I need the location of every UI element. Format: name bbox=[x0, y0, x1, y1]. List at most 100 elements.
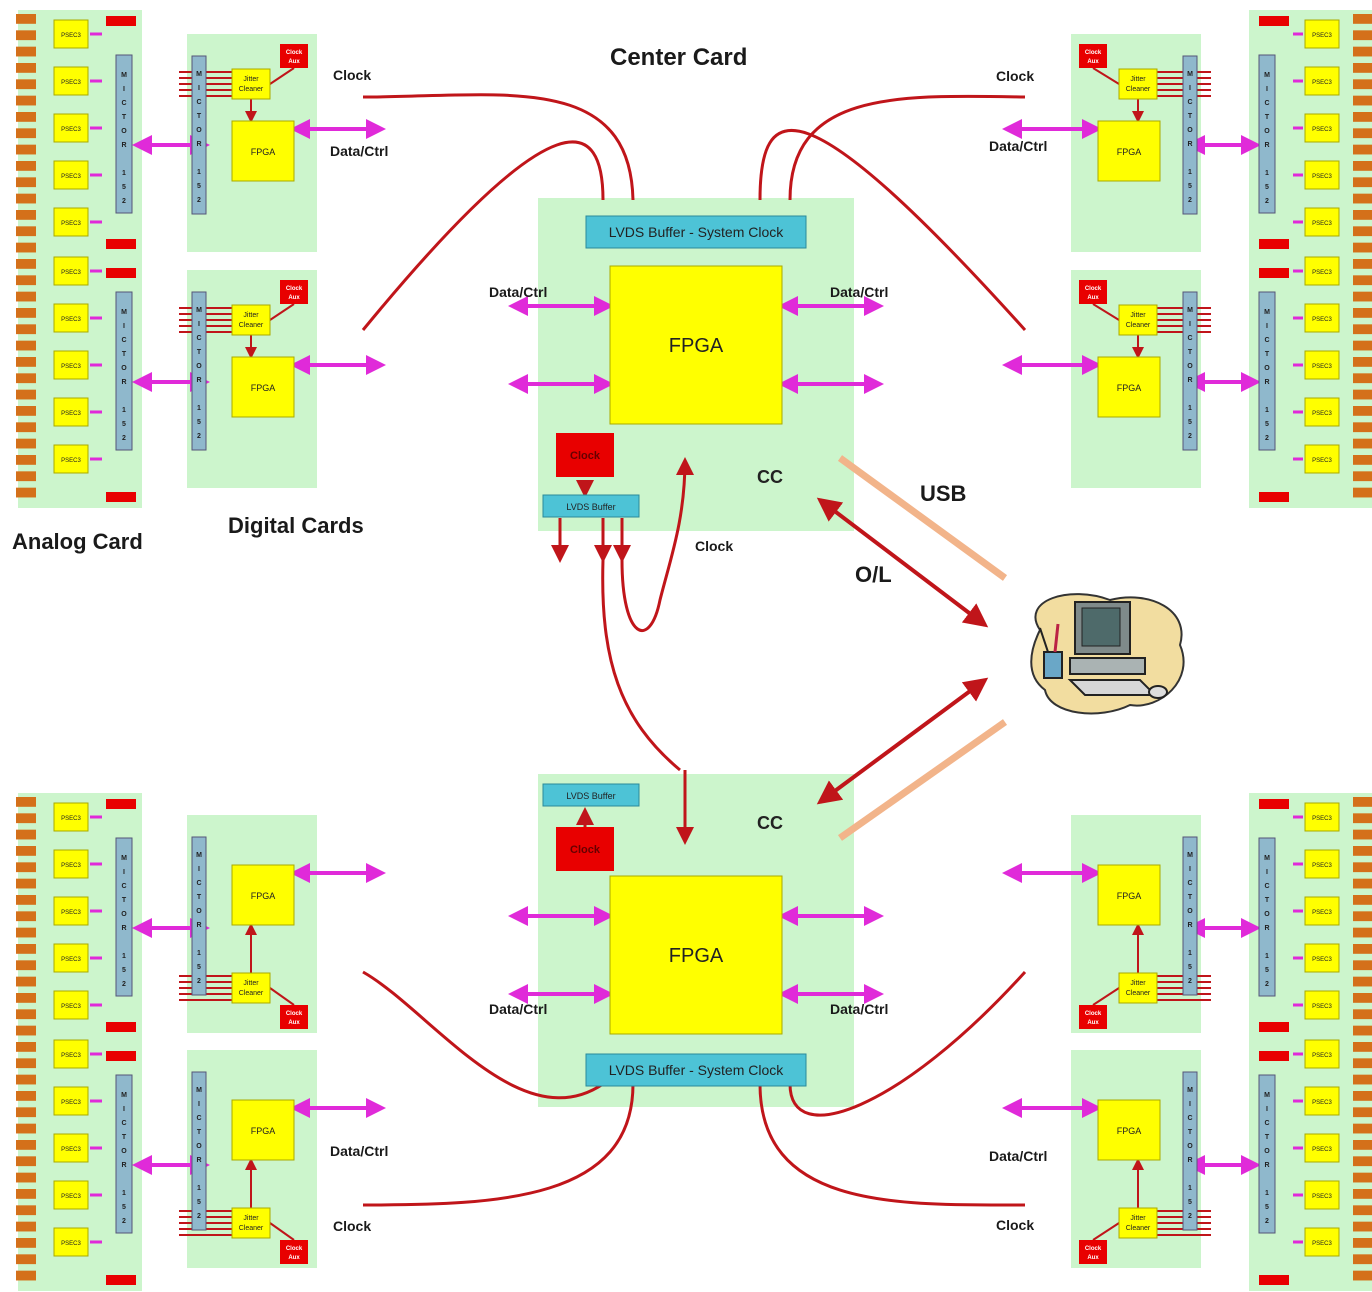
digital-fpga-label: FPGA bbox=[251, 147, 276, 157]
usb-link bbox=[837, 719, 1008, 841]
clock-label-tr: Clock bbox=[996, 68, 1034, 84]
psec-label: PSEC3 bbox=[61, 270, 81, 276]
clock-aux-box bbox=[280, 280, 308, 304]
mictor-connector bbox=[1258, 291, 1276, 451]
psec-label: PSEC3 bbox=[61, 863, 81, 869]
psec-chip bbox=[1304, 397, 1340, 427]
mictor-letter: M bbox=[196, 71, 202, 78]
mictor-letter: C bbox=[1264, 100, 1269, 107]
analog-connector-pin bbox=[16, 813, 36, 824]
analog-connector-pin bbox=[16, 1156, 36, 1167]
psec-chip bbox=[1304, 896, 1340, 926]
mictor-letter: 5 bbox=[1188, 964, 1192, 971]
psec-chip bbox=[53, 350, 89, 380]
jitter-cleaner bbox=[1118, 1207, 1158, 1239]
mictor-letter: 5 bbox=[1265, 967, 1269, 974]
analog-tag bbox=[1259, 1051, 1289, 1061]
psec-chip bbox=[53, 303, 89, 333]
psec-label: PSEC3 bbox=[1312, 957, 1332, 963]
psec-chip bbox=[53, 1039, 89, 1069]
analog-connector-pin bbox=[1353, 422, 1372, 433]
mictor-letter: 2 bbox=[1265, 981, 1269, 988]
computer-icon bbox=[1030, 593, 1185, 715]
digital-fpga-label: FPGA bbox=[251, 383, 276, 393]
psec-label: PSEC3 bbox=[1312, 458, 1332, 464]
lvds-system-label: LVDS Buffer - System Clock bbox=[609, 1062, 785, 1078]
mictor-letter: M bbox=[1187, 71, 1193, 78]
psec-chip bbox=[1304, 66, 1340, 96]
analog-connector-pin bbox=[1353, 960, 1372, 971]
jitter-cleaner bbox=[1118, 304, 1158, 336]
psec-label: PSEC3 bbox=[61, 1100, 81, 1106]
mictor-letter: R bbox=[121, 1162, 126, 1169]
analog-tag bbox=[106, 239, 136, 249]
psec-chip bbox=[1304, 1227, 1340, 1257]
psec-label: PSEC3 bbox=[1312, 863, 1332, 869]
analog-connector-pin bbox=[16, 862, 36, 873]
clock-aux-box bbox=[1079, 1240, 1107, 1264]
cc-label: CC bbox=[757, 467, 783, 487]
digital-fpga-label: FPGA bbox=[251, 891, 276, 901]
analog-connector-pin bbox=[1353, 14, 1372, 24]
mictor-letter: C bbox=[121, 1120, 126, 1127]
analog-connector-pin bbox=[1353, 30, 1372, 41]
lvds-system-buffer bbox=[585, 1053, 807, 1087]
analog-tag bbox=[106, 1275, 136, 1285]
mictor-letter: R bbox=[1264, 1162, 1269, 1169]
psec-label: PSEC3 bbox=[61, 317, 81, 323]
analog-connector-pin bbox=[16, 911, 36, 922]
center-clock-box bbox=[556, 827, 614, 871]
psec-chip bbox=[53, 943, 89, 973]
analog-connector-pin bbox=[1353, 1009, 1372, 1020]
clock-aux-label: Aux bbox=[288, 295, 300, 301]
mictor-letter: 5 bbox=[122, 967, 126, 974]
mictor-letter: O bbox=[1264, 1148, 1270, 1155]
analog-connector-pin bbox=[1353, 813, 1372, 824]
mictor-letter: 2 bbox=[122, 1218, 126, 1225]
psec-label: PSEC3 bbox=[61, 1194, 81, 1200]
lvds-buffer bbox=[542, 494, 640, 518]
mictor-letter: 5 bbox=[197, 1199, 201, 1206]
psec-label: PSEC3 bbox=[61, 33, 81, 39]
analog-connector-pin bbox=[16, 308, 36, 318]
mictor-letter: 2 bbox=[1188, 1213, 1192, 1220]
mictor-letter: 1 bbox=[1188, 1185, 1192, 1192]
data-ctrl-label-bl: Data/Ctrl bbox=[330, 1143, 388, 1159]
psec-label: PSEC3 bbox=[61, 1053, 81, 1059]
psec-chip bbox=[53, 397, 89, 427]
mictor-letter: C bbox=[1264, 1120, 1269, 1127]
analog-connector-pin bbox=[16, 389, 36, 400]
analog-connector-pin bbox=[1353, 862, 1372, 873]
mictor-letter: I bbox=[1189, 1101, 1191, 1108]
mictor-letter: C bbox=[1187, 335, 1192, 342]
mictor-letter: O bbox=[1187, 1143, 1193, 1150]
jitter-cleaner bbox=[1118, 68, 1158, 100]
analog-connector-pin bbox=[16, 878, 36, 889]
jitter-label: Cleaner bbox=[1126, 1225, 1151, 1232]
analog-connector-pin bbox=[1353, 144, 1372, 155]
clock-line bbox=[788, 94, 1026, 201]
mictor-letter: T bbox=[197, 1129, 202, 1136]
mictor-letter: 5 bbox=[197, 964, 201, 971]
psec-chip bbox=[53, 802, 89, 832]
aux-jitter-link bbox=[1092, 67, 1120, 85]
mictor-letter: O bbox=[121, 1148, 127, 1155]
mictor-letter: C bbox=[1264, 883, 1269, 890]
mictor-letter: O bbox=[196, 127, 202, 134]
analog-connector-pin bbox=[1353, 878, 1372, 889]
mictor-letter: T bbox=[122, 1134, 127, 1141]
analog-connector-pin bbox=[16, 1123, 36, 1134]
clock-line bbox=[788, 970, 1027, 1117]
mictor-letter: O bbox=[1187, 908, 1193, 915]
psec-label: PSEC3 bbox=[61, 411, 81, 417]
ol-label: O/L bbox=[855, 562, 892, 587]
digital-fpga bbox=[231, 356, 295, 418]
clock-aux-label: Aux bbox=[288, 59, 300, 65]
analog-connector-pin bbox=[1353, 291, 1372, 302]
analog-connector-pin bbox=[1353, 1042, 1372, 1052]
digital-fpga bbox=[1097, 120, 1161, 182]
psec-label: PSEC3 bbox=[1312, 1147, 1332, 1153]
analog-connector-pin bbox=[16, 46, 36, 57]
analog-connector-pin bbox=[1353, 177, 1372, 188]
